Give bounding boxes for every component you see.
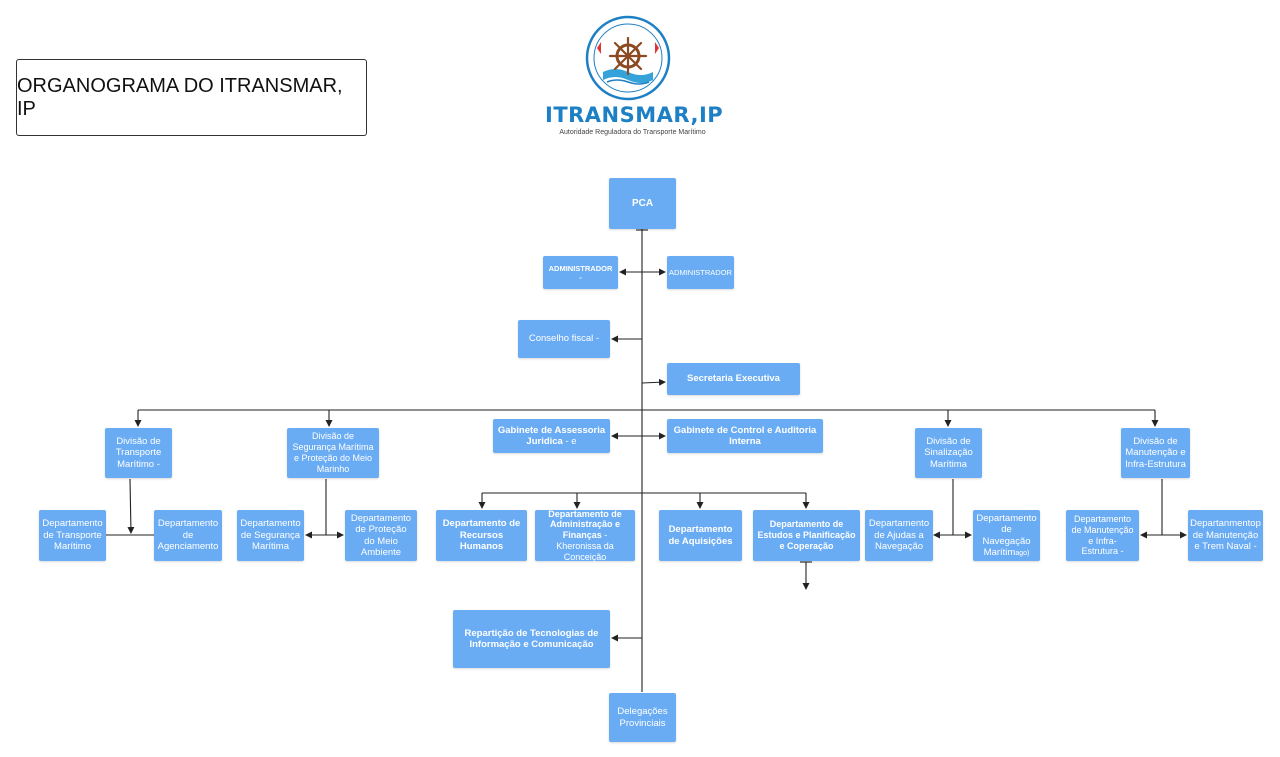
node-dep-transporte: Departamento de Transporte Marítimo	[39, 510, 106, 561]
logo-subtitle: Autoridade Reguladora do Transporte Marí…	[559, 129, 706, 136]
node-dep-ajudas: Departamento de Ajudas a Navegação	[865, 510, 933, 561]
node-administrador-left: ADMINISTRADOR -	[543, 256, 618, 289]
node-administrador-left-label: ADMINISTRADOR -	[548, 263, 613, 282]
node-dep-protecao: Departamento de Proteção do Meio Ambient…	[345, 510, 417, 561]
node-dep-trem-naval: Departanmentop de Manutenção e Trem Nava…	[1188, 510, 1263, 561]
node-conselho-fiscal-label: Conselho fiscal -	[528, 333, 600, 345]
node-reparticao-ti-label: Repartição de Tecnologias de Informação …	[464, 627, 599, 650]
chart-title-box: ORGANOGRAMA DO ITRANSMAR, IP	[16, 59, 367, 136]
node-dep-transporte-label: Departamento de Transporte Marítimo	[42, 518, 103, 553]
node-secretaria-executiva-label: Secretaria Executiva	[687, 373, 780, 385]
node-div-sinalizacao-label: Divisão de Sinalização Marítima	[924, 435, 973, 470]
node-dep-seguranca: Departamento de Segurança Marítima	[237, 510, 304, 561]
node-dep-protecao-label: Departamento de Proteção do Meio Ambient…	[350, 512, 412, 558]
node-pca: PCA	[609, 178, 676, 229]
node-dep-navegacao-suffix: ago)	[1015, 549, 1030, 557]
node-gabinete-juridica-suffix: - e	[562, 436, 577, 447]
node-delegacoes-label: Delegações Provinciais	[617, 706, 668, 729]
node-dep-ajudas-label: Departamento de Ajudas a Navegação	[868, 518, 930, 553]
node-dep-agenciamento-label: Departamento de Agenciamento	[157, 518, 219, 553]
node-div-sinalizacao: Divisão de Sinalização Marítima	[915, 428, 982, 478]
node-dep-aquisicoes: Departamento de Aquisições	[659, 510, 742, 561]
node-div-transporte: Divisão de Transporte Marítimo -	[105, 428, 172, 478]
node-gabinete-juridica-label: Gabinete de Assessoria Juridica	[497, 424, 606, 447]
node-dep-trem-naval-label: Departanmentop de Manutenção e Trem Nava…	[1190, 518, 1261, 553]
node-pca-label: PCA	[631, 197, 654, 209]
node-dep-administracao: Departamento de Administração e Finanças…	[535, 508, 635, 562]
node-gabinete-control: Gabinete de Control e Auditoria Interna	[667, 419, 823, 453]
node-administrador-right: ADMINISTRADOR	[667, 256, 734, 289]
node-reparticao-ti: Repartição de Tecnologias de Informação …	[453, 610, 610, 668]
node-dep-navegacao-label: Departamento de Navegação Marítim	[976, 512, 1037, 558]
node-gabinete-juridica: Gabinete de Assessoria Juridica - e	[493, 419, 610, 453]
node-delegacoes: Delegações Provinciais	[609, 693, 676, 742]
node-secretaria-executiva: Secretaria Executiva	[667, 363, 800, 395]
node-administrador-right-label: ADMINISTRADOR	[669, 268, 732, 277]
itransmar-seal-icon	[585, 15, 671, 101]
node-dep-administracao-label: Departamento de Administração e Finanças	[548, 508, 622, 541]
node-div-manutencao: Divisão de Manutenção e Infra-Estrutura	[1121, 428, 1190, 478]
chart-title: ORGANOGRAMA DO ITRANSMAR, IP	[17, 74, 343, 120]
node-div-transporte-label: Divisão de Transporte Marítimo -	[115, 435, 162, 470]
node-dep-estudos-label: Departamento de Estudos e Planificação e…	[757, 519, 856, 551]
node-gabinete-control-label: Gabinete de Control e Auditoria Interna	[673, 424, 817, 447]
node-dep-administracao-suffix: - Kheronissa da Conceição	[556, 530, 614, 562]
node-div-seguranca-label: Divisão de Segurança Marítima e Proteção…	[292, 431, 374, 474]
logo-name: ITRANSMAR,IP	[545, 103, 724, 127]
node-dep-recursos-humanos: Departamento de Recursos Humanos	[436, 510, 527, 561]
node-dep-manutencao-infra-label: Departamento de Manutenção e Infra-Estru…	[1071, 513, 1134, 557]
node-dep-agenciamento: Departamento de Agenciamento	[154, 510, 222, 561]
node-dep-manutencao-infra: Departamento de Manutenção e Infra-Estru…	[1066, 510, 1139, 561]
node-dep-navegacao: Departamento de Navegação Marítimago)	[973, 510, 1040, 561]
node-dep-recursos-humanos-label: Departamento de Recursos Humanos	[442, 518, 521, 553]
node-div-seguranca: Divisão de Segurança Marítima e Proteção…	[287, 428, 379, 478]
node-dep-seguranca-label: Departamento de Segurança Marítima	[240, 518, 301, 553]
node-conselho-fiscal: Conselho fiscal -	[518, 320, 610, 358]
node-dep-aquisicoes-label: Departamento de Aquisições	[668, 524, 733, 547]
node-div-manutencao-label: Divisão de Manutenção e Infra-Estrutura	[1125, 435, 1186, 470]
node-dep-estudos: Departamento de Estudos e Planificação e…	[753, 510, 860, 561]
